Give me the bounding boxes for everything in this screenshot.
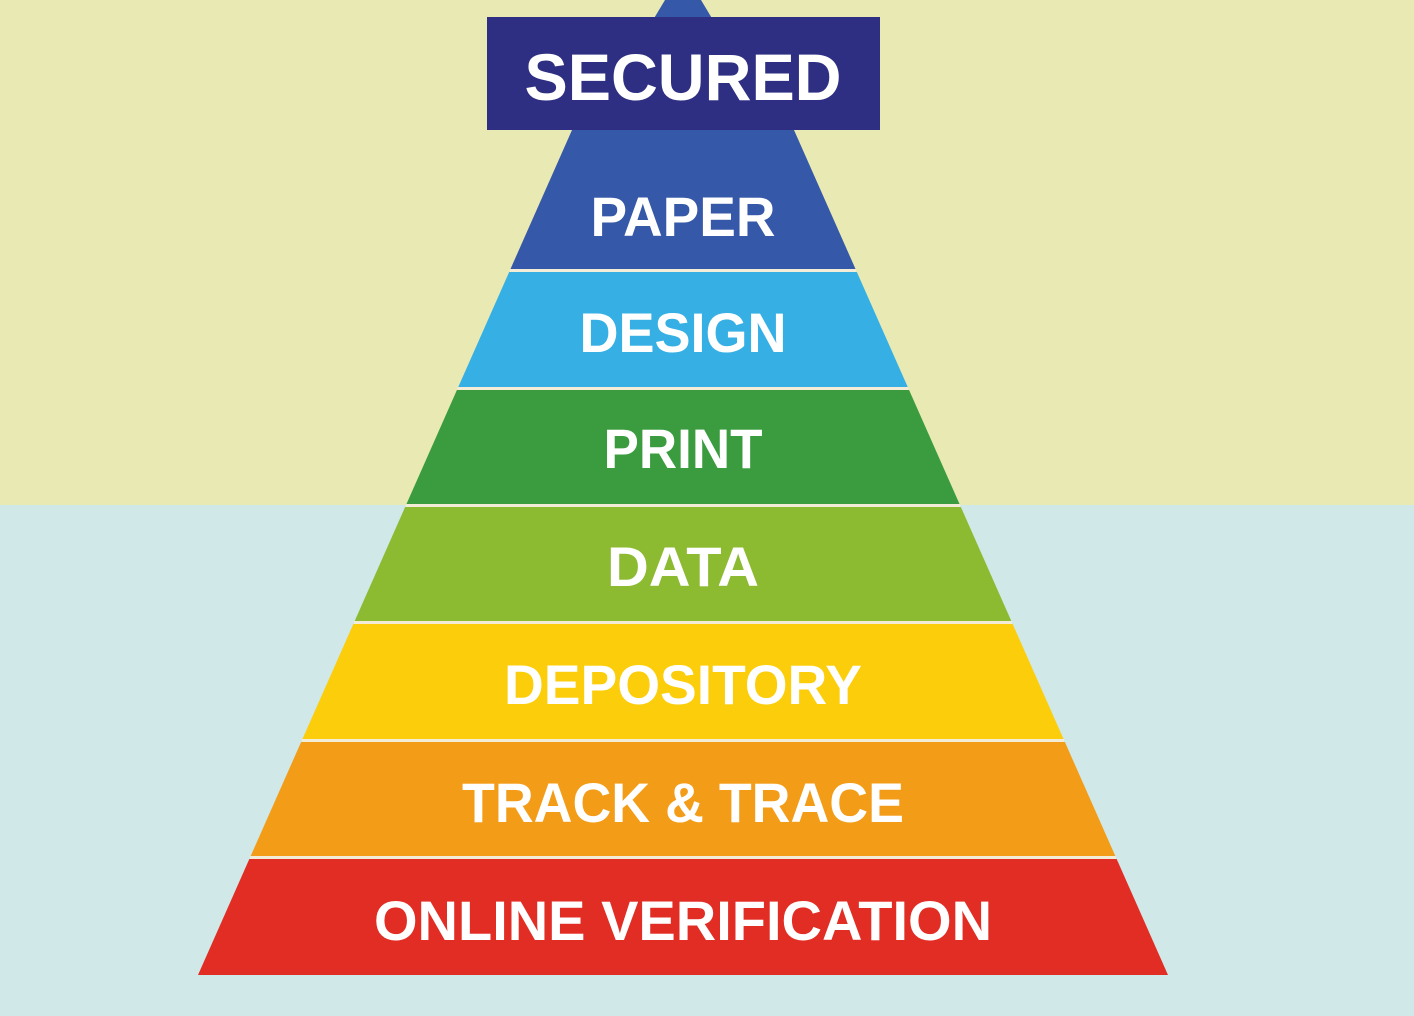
- pyramid-layer-track-trace: [250, 742, 1116, 856]
- pyramid-layer-print: [406, 390, 960, 504]
- layer-label: DATA: [607, 535, 759, 598]
- pyramid-layer-design: [458, 272, 908, 387]
- layer-label: PAPER: [591, 185, 776, 248]
- layer-label: DESIGN: [580, 301, 787, 364]
- layer-label: DEPOSITORY: [504, 653, 862, 716]
- pyramid-layer-depository: [302, 624, 1064, 739]
- pyramid-tip: [653, 0, 713, 20]
- layer-label: PRINT: [604, 417, 763, 480]
- pyramid-layer-paper: [510, 130, 856, 269]
- pyramid-layer-data: [354, 507, 1012, 621]
- secured-label: SECURED: [525, 40, 842, 114]
- secured-banner: [487, 17, 880, 130]
- layer-label: ONLINE VERIFICATION: [374, 889, 992, 952]
- pyramid-layer-online-verification: [198, 859, 1168, 975]
- layer-label: TRACK & TRACE: [462, 771, 904, 834]
